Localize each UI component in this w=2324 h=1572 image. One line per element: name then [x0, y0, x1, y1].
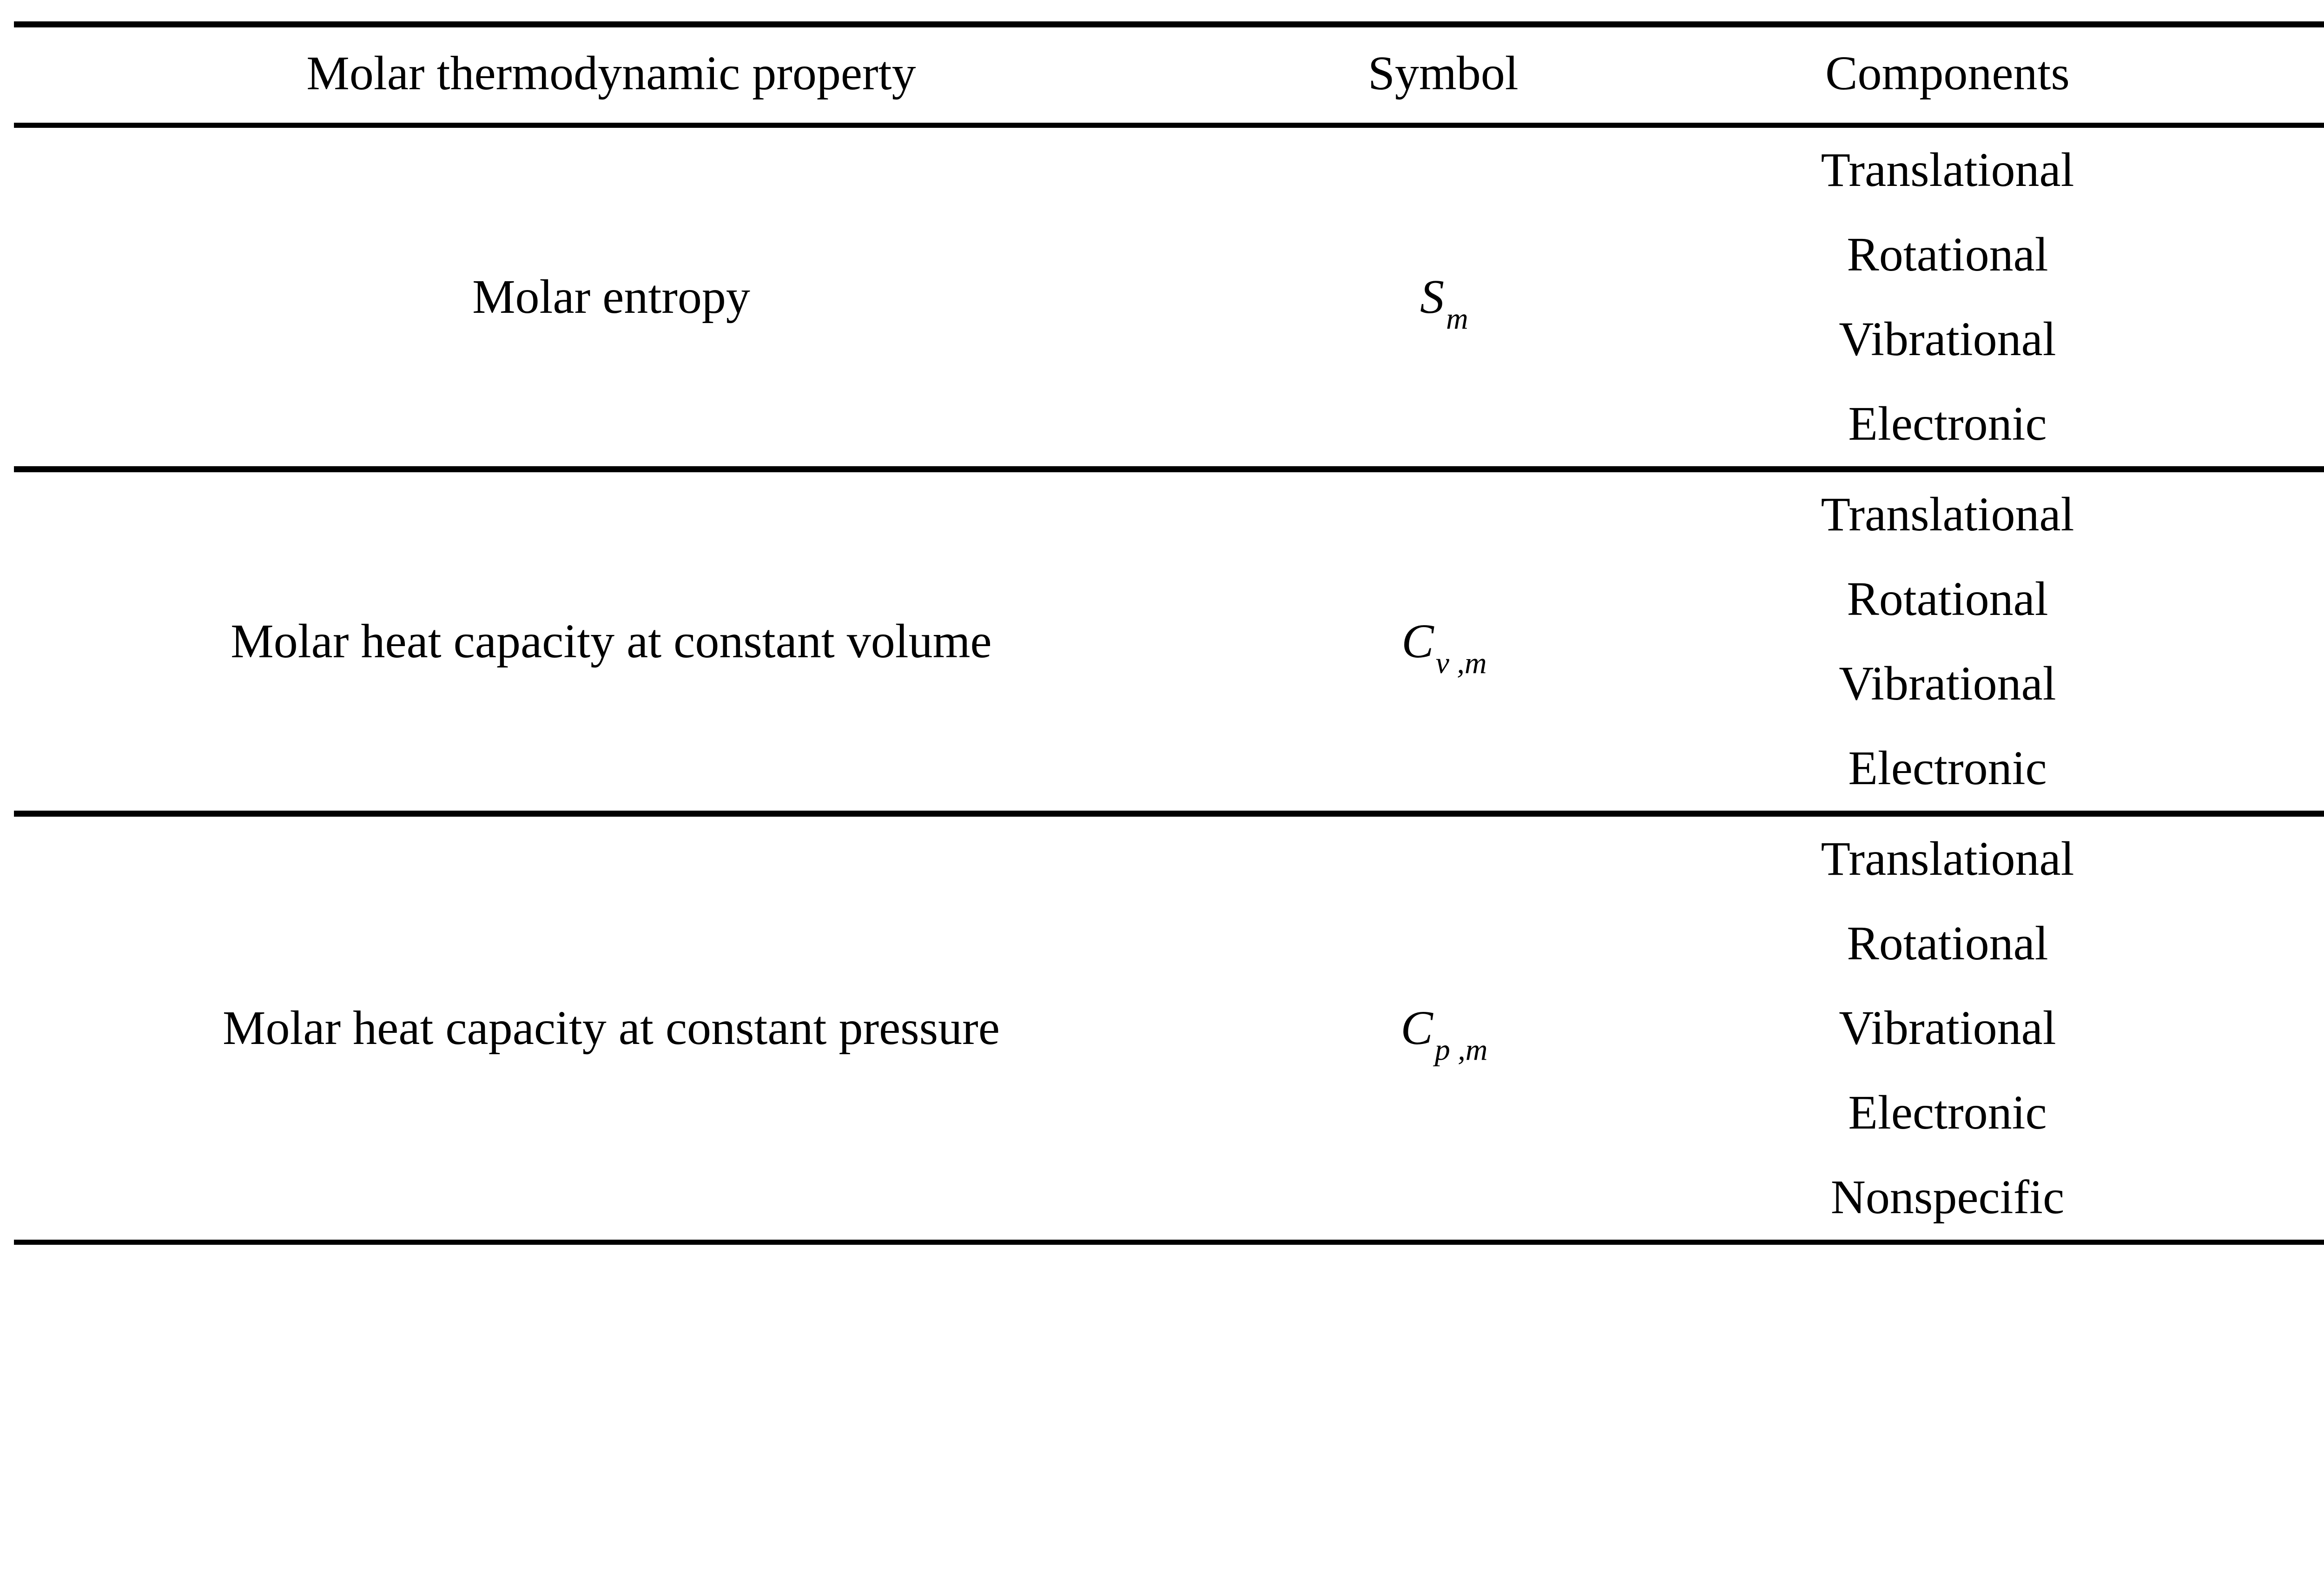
component-symbol-cell: Ctranslv ,m: [2217, 469, 2324, 557]
component-name-cell: Nonspecific: [1830, 1170, 2065, 1224]
table-row: Vibrational Cvibv ,m: [14, 986, 2324, 1070]
property-name-cell: Molar heat capacity at constant volume: [231, 614, 992, 668]
table-body: Molar entropySmTranslationalStranslmRota…: [14, 125, 2324, 1242]
property-symbol: Cv ,m: [1401, 614, 1486, 679]
symbol-base: C: [1400, 1001, 1433, 1055]
table-header: Molar thermodynamic property Symbol Comp…: [14, 24, 2324, 125]
table-row: Vibrational Cvibv ,m: [14, 641, 2324, 726]
component-name-cell: Rotational: [1847, 227, 2048, 281]
component-symbol-cell: Cvibv ,m: [2217, 986, 2324, 1070]
component-name-cell: Vibrational: [1839, 1001, 2056, 1055]
component-symbol-cell: Stranslm: [2217, 125, 2324, 213]
table-row: Rotational Srotm: [14, 212, 2324, 297]
table-row: Electronic Celv ,m: [14, 726, 2324, 814]
symbol-subscript: p ,m: [1434, 1033, 1488, 1067]
thermodynamic-properties-table: Molar thermodynamic property Symbol Comp…: [14, 21, 2324, 1245]
component-name-cell: Electronic: [1848, 396, 2047, 450]
component-symbol-cell: Crotv ,m: [2217, 901, 2324, 986]
component-symbol-cell: R: [2217, 1155, 2324, 1242]
component-name-cell: Rotational: [1847, 572, 2048, 626]
property-name-cell: Molar heat capacity at constant pressure: [223, 1001, 1000, 1055]
component-symbol-cell: Srotm: [2217, 212, 2324, 297]
header-row: Molar thermodynamic property Symbol Comp…: [14, 24, 2324, 125]
property-name-cell: Molar entropy: [472, 270, 750, 324]
table-row: Vibrational Svibm: [14, 297, 2324, 382]
table-row: Molar heat capacity at constant pressure…: [14, 813, 2324, 1065]
component-symbol-cell: Celv ,m: [2217, 726, 2324, 814]
symbol-subscript: m: [1446, 302, 1468, 336]
header-property: Molar thermodynamic property: [306, 46, 916, 100]
header-symbol-property: Symbol: [1368, 46, 1519, 100]
table-row: Molar heat capacity at constant volume Cv…: [14, 469, 2324, 679]
component-symbol-cell: Svibm: [2217, 297, 2324, 382]
property-symbol: Sm: [1420, 270, 1468, 334]
table-row: Rotational Crotv ,m: [14, 557, 2324, 641]
symbol-base: S: [1420, 270, 1445, 324]
component-symbol-cell: Crotv ,m: [2217, 557, 2324, 641]
property-symbol: Cp ,m: [1400, 1001, 1487, 1065]
component-name-cell: Translational: [1821, 487, 2074, 541]
property-symbol-cell: Sm: [1208, 125, 1678, 469]
component-name-cell: Vibrational: [1839, 312, 2056, 366]
table-row: Electronic Celv ,m: [14, 1070, 2324, 1155]
component-symbol-cell: Selm: [2217, 382, 2324, 469]
component-name-cell: Vibrational: [1839, 656, 2056, 710]
component-name-cell: Translational: [1821, 143, 2074, 197]
table-row: Molar entropy Sm Translational Stranslm: [14, 125, 2324, 334]
property-symbol-cell: Cv ,m: [1208, 469, 1678, 814]
component-symbol-cell: Ctranslv ,m: [2217, 814, 2324, 902]
table-row: Electronic Selm: [14, 382, 2324, 469]
symbol-subscript: v ,m: [1435, 646, 1487, 680]
component-name-cell: Electronic: [1848, 1085, 2047, 1139]
symbol-base: C: [1401, 614, 1434, 668]
component-name-cell: Translational: [1821, 832, 2074, 885]
header-symbol-component: Symbol: [2217, 25, 2324, 125]
component-name-cell: Rotational: [1847, 916, 2048, 970]
property-symbol-cell: Cp ,m: [1208, 814, 1678, 1242]
component-symbol-cell: Celv ,m: [2217, 1070, 2324, 1155]
component-symbol-cell: Cvibv ,m: [2217, 641, 2324, 726]
component-name-cell: Electronic: [1848, 741, 2047, 795]
table-row: Rotational Crotv ,m: [14, 901, 2324, 986]
header-components: Components: [1825, 46, 2070, 100]
